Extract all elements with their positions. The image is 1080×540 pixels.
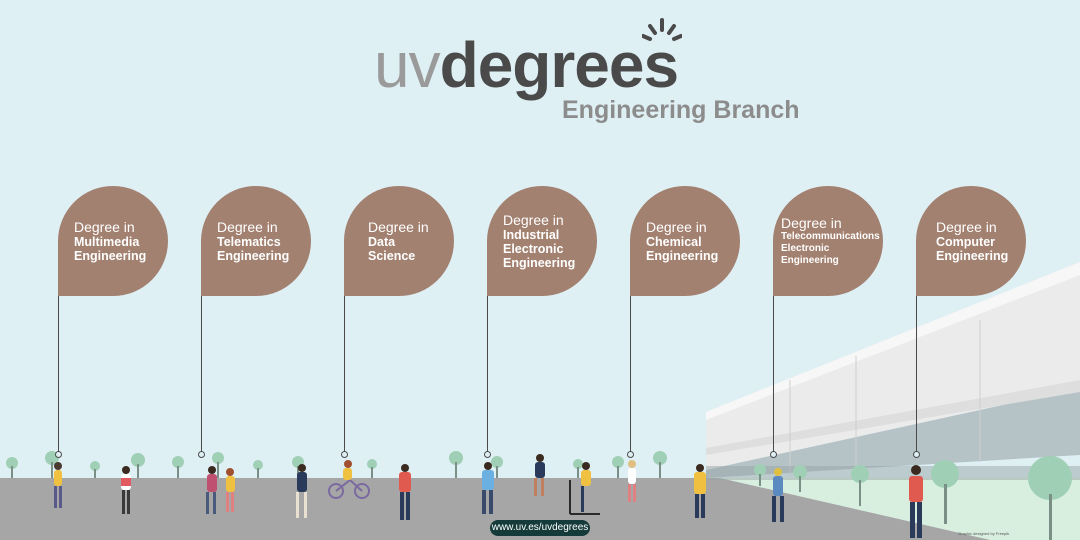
logo-uv: uv	[374, 29, 441, 101]
people	[54, 454, 923, 538]
pin-dot	[198, 451, 205, 458]
degree-name: Multimedia Engineering	[74, 234, 147, 263]
pin-line	[344, 296, 345, 454]
pin-line	[916, 296, 917, 454]
pin-dot	[627, 451, 634, 458]
lawn-strip	[720, 478, 1080, 540]
degree-bubble-telematics[interactable]: Degree in Telematics Engineering	[201, 186, 311, 296]
degree-prefix: Degree in	[217, 218, 278, 235]
degree-name: Telecommunications Electronic Engineerin…	[781, 230, 880, 266]
degree-bubble-industrial-electronic[interactable]: Degree in Industrial Electronic Engineer…	[487, 186, 597, 296]
degree-name: Data Science	[368, 234, 416, 263]
logo-sunburst-icon	[642, 18, 682, 41]
degree-prefix: Degree in	[646, 218, 707, 235]
campus-building	[706, 262, 1080, 480]
degree-bubble-telecommunications[interactable]: Degree in Telecommunications Electronic …	[773, 186, 883, 296]
degree-bubble-computer[interactable]: Degree in Computer Engineering	[916, 186, 1026, 296]
degree-name: Telematics Engineering	[217, 234, 290, 263]
pin-line	[630, 296, 631, 454]
degree-bubble-data-science[interactable]: Degree in Data Science	[344, 186, 454, 296]
degree-name: Computer Engineering	[936, 234, 1009, 263]
pin-dot	[341, 451, 348, 458]
pin-dot	[770, 451, 777, 458]
pin-line	[487, 296, 488, 454]
degree-name: Industrial Electronic Engineering	[503, 227, 576, 270]
degree-prefix: Degree in	[368, 218, 429, 235]
degree-prefix: Degree in	[74, 218, 135, 235]
logo-degre: degre	[439, 29, 610, 101]
degree-prefix: Degree in	[936, 218, 997, 235]
logo-es: es	[608, 29, 679, 101]
degree-prefix: Degree in	[781, 214, 842, 231]
logo-wordmark: uvdegrees	[374, 29, 679, 101]
degree-bubble-chemical[interactable]: Degree in Chemical Engineering	[630, 186, 740, 296]
uvdegrees-logo: uvdegrees	[374, 18, 714, 101]
pin-dot	[913, 451, 920, 458]
trees	[6, 451, 1072, 540]
degree-bubble-multimedia[interactable]: Degree in Multimedia Engineering	[58, 186, 168, 296]
degree-prefix: Degree in	[503, 211, 564, 228]
branch-subtitle: Engineering Branch	[562, 96, 800, 124]
pin-line	[773, 296, 774, 454]
website-url-link[interactable]: www.uv.es/uvdegrees	[490, 520, 590, 536]
pin-line	[201, 296, 202, 454]
image-credit: Graphic designed by Freepik	[958, 531, 1010, 536]
pin-dot	[484, 451, 491, 458]
degree-name: Chemical Engineering	[646, 234, 719, 263]
pin-line	[58, 296, 59, 454]
pin-dot	[55, 451, 62, 458]
